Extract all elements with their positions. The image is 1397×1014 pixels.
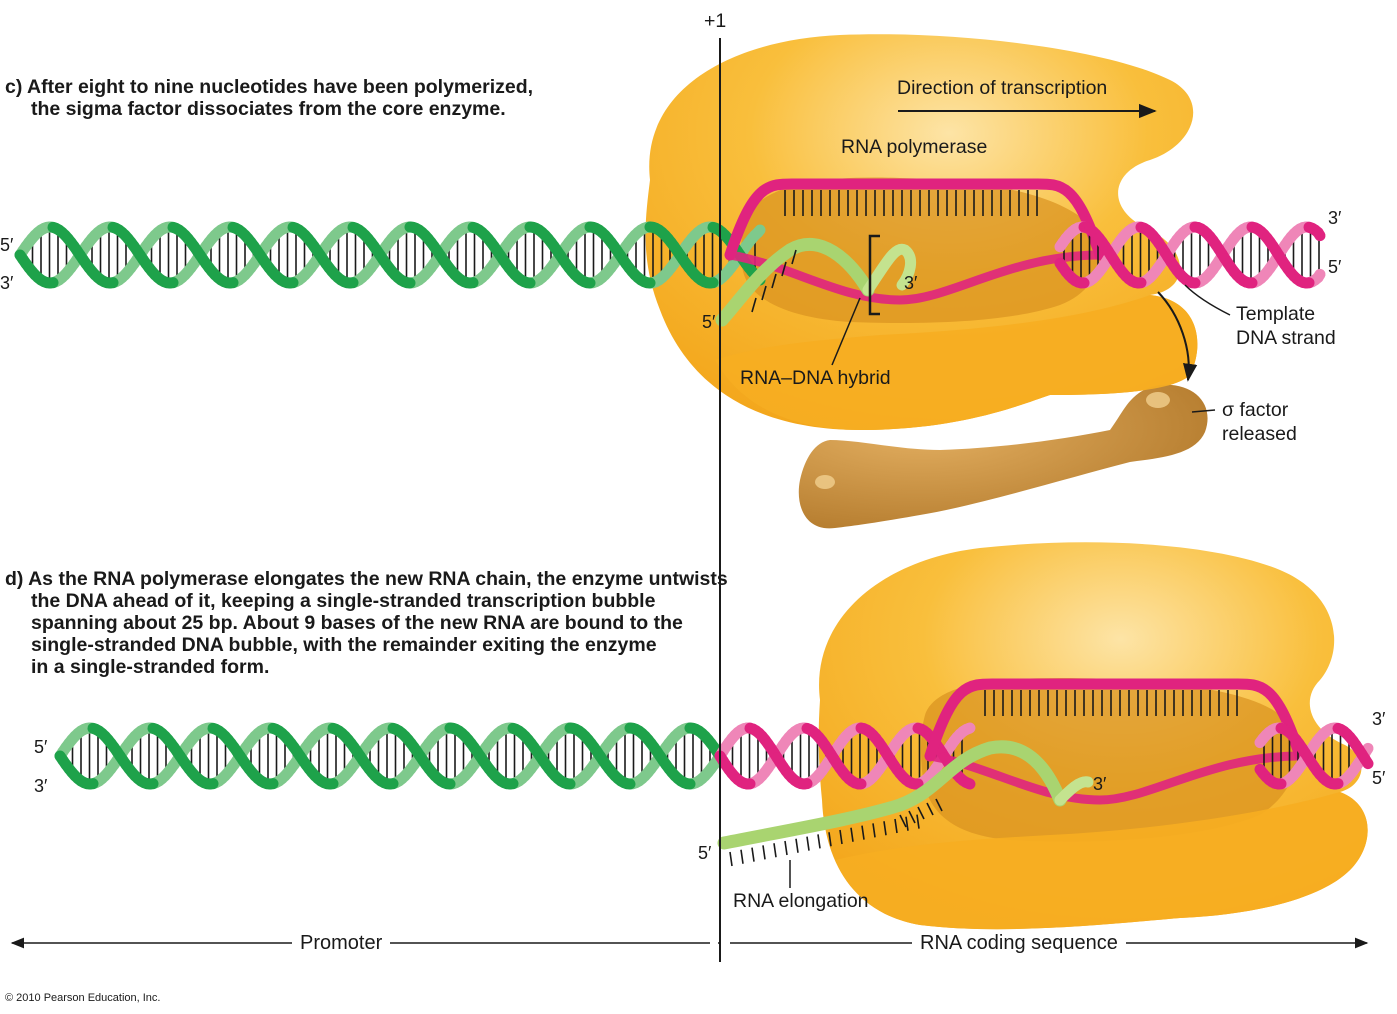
sigma-label: σ factor released: [1222, 398, 1297, 446]
c-rna-3-end: 3′: [904, 273, 918, 293]
caption-c-line-1: c) After eight to nine nucleotides have …: [5, 76, 534, 98]
d-left-bottom-end: 3′: [34, 776, 48, 796]
sigma-label-line-1: σ factor: [1222, 399, 1289, 421]
hybrid-label: RNA–DNA hybrid: [740, 367, 891, 389]
caption-d-line-4: single-stranded DNA bubble, with the rem…: [31, 634, 657, 656]
caption-d: d) As the RNA polymerase elongates the n…: [5, 568, 728, 678]
hybrid-bracket: [868, 234, 880, 316]
enzyme-cleft-d: [921, 678, 1298, 842]
hybrid-leader: [831, 297, 861, 366]
sigma-leader: [1191, 409, 1216, 413]
template-label-line-1: Template: [1236, 303, 1316, 325]
enzyme-lower-jaw-d: [835, 792, 1368, 930]
caption-c-line-2: the sigma factor dissociates from the co…: [31, 98, 506, 120]
enzyme-label: RNA polymerase: [841, 136, 988, 158]
direction-label: Direction of transcription: [897, 77, 1108, 99]
dna-helix-c: [14, 178, 1326, 305]
template-leader: [1184, 284, 1231, 316]
elongation-label: RNA elongation: [733, 890, 869, 912]
d-rna-3-end: 3′: [1093, 774, 1107, 794]
c-left-top-end: 5′: [0, 235, 14, 255]
caption-d-line-5: in a single-stranded form.: [31, 656, 270, 678]
rna-strand-d: [717, 740, 1094, 867]
d-right-bottom-end: 5′: [1372, 768, 1386, 788]
sigma-factor-shape: [798, 384, 1208, 529]
promoter-label: Promoter: [292, 932, 391, 954]
template-label-line-2: DNA strand: [1236, 327, 1336, 349]
sigma-factor: [798, 384, 1208, 529]
dna-helix-d: [54, 678, 1374, 805]
c-rna-5-end: 5′: [702, 312, 716, 332]
c-right-top-end: 3′: [1328, 208, 1342, 228]
start-marker: +1: [704, 10, 727, 32]
d-rna-5-end: 5′: [698, 843, 712, 863]
caption-d-line-2: the DNA ahead of it, keeping a single-st…: [31, 590, 656, 612]
sigma-label-line-2: released: [1222, 423, 1297, 445]
template-label: Template DNA strand: [1236, 302, 1336, 350]
d-left-top-end: 5′: [34, 737, 48, 757]
sigma-release-arrow: [1157, 291, 1198, 382]
caption-d-line-3: spanning about 25 bp. About 9 bases of t…: [31, 612, 683, 634]
caption-c: c) After eight to nine nucleotides have …: [5, 76, 533, 120]
c-right-bottom-end: 5′: [1328, 257, 1342, 277]
d-right-top-end: 3′: [1372, 709, 1386, 729]
coding-label: RNA coding sequence: [912, 932, 1126, 954]
c-left-bottom-end: 3′: [0, 273, 14, 293]
copyright: © 2010 Pearson Education, Inc.: [5, 992, 161, 1004]
enzyme-lower-jaw-c: [715, 295, 1198, 430]
rna-strand-c: [715, 237, 917, 327]
caption-d-line-1: d) As the RNA polymerase elongates the n…: [5, 568, 728, 590]
